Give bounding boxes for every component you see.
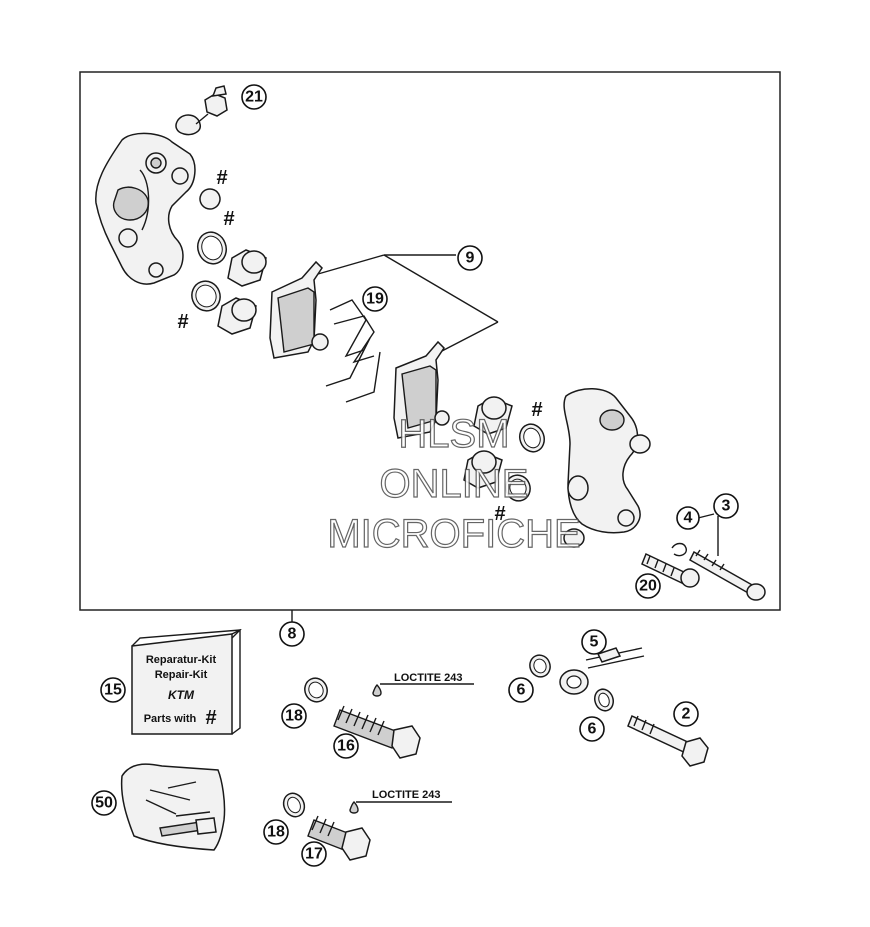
svg-text:8: 8 (288, 626, 297, 643)
svg-text:6: 6 (588, 721, 597, 738)
svg-text:15: 15 (104, 682, 122, 699)
svg-text:18: 18 (285, 708, 303, 725)
caliper-half-left (95, 132, 196, 285)
svg-text:17: 17 (305, 846, 323, 863)
loctite-drop-a (372, 684, 382, 697)
brake-pad-right (393, 340, 450, 439)
callout-50: 50 (91, 790, 117, 816)
callout-18-upper: 18 (281, 703, 307, 729)
callout-3: 3 (713, 493, 739, 519)
svg-text:16: 16 (337, 738, 355, 755)
grease-package (120, 763, 226, 851)
callout-9: 9 (457, 245, 483, 271)
svg-text:2: 2 (682, 706, 691, 723)
svg-text:18: 18 (267, 824, 285, 841)
repair-kit-hash: # (205, 707, 216, 729)
piston-lower-left (217, 297, 257, 335)
banjo-bolt (627, 714, 709, 767)
callout-6-upper: 6 (508, 677, 534, 703)
callout-8: 8 (279, 621, 305, 647)
leader-line-9b (383, 254, 499, 323)
piston-upper-right (473, 396, 513, 435)
repair-kit-line1: Reparatur-Kit (146, 654, 217, 666)
loctite-label-a: LOCTITE 243 (394, 672, 462, 684)
caliper-half-right (563, 388, 651, 548)
svg-text:50: 50 (95, 795, 113, 812)
repair-kit-parts-with: Parts with (144, 713, 197, 725)
svg-text:3: 3 (722, 498, 731, 515)
callout-20: 20 (635, 573, 661, 599)
hash-mark-4: # (531, 399, 542, 421)
retaining-clip (671, 542, 687, 557)
bolt-17 (307, 815, 371, 861)
callout-16: 16 (333, 733, 359, 759)
repair-kit-brand-logo: KTM (168, 688, 195, 702)
watermark-line3: MICROFICHE (327, 512, 580, 556)
loctite-label-b: LOCTITE 243 (372, 789, 440, 801)
watermark-line1: HLSM (398, 412, 509, 456)
callout-5: 5 (581, 629, 607, 655)
seal-small-upper-left (199, 188, 221, 210)
svg-text:20: 20 (639, 578, 657, 595)
piston-lower-right (463, 450, 503, 489)
loctite-drop-b (349, 801, 359, 814)
callout-18-lower: 18 (263, 819, 289, 845)
leader-line-4 (697, 513, 715, 519)
svg-text:19: 19 (366, 291, 384, 308)
caliper-pin-bolt (689, 549, 766, 601)
svg-text:5: 5 (590, 634, 599, 651)
svg-text:6: 6 (517, 682, 526, 699)
pad-spring (325, 299, 381, 403)
watermark-line2: ONLINE (380, 462, 529, 506)
hash-mark-3: # (177, 311, 188, 333)
hash-mark-2: # (223, 208, 234, 230)
repair-kit-box (131, 628, 242, 735)
brake-pad-left (269, 260, 329, 359)
svg-text:4: 4 (684, 510, 693, 527)
svg-text:21: 21 (245, 89, 263, 106)
leader-line-9a (317, 254, 385, 275)
callout-21: 21 (241, 84, 267, 110)
callout-6-lower: 6 (579, 716, 605, 742)
brake-line-banjo (559, 647, 645, 695)
hash-mark-1: # (216, 167, 227, 189)
bleed-screw (175, 85, 228, 136)
svg-text:9: 9 (466, 250, 475, 267)
callout-17: 17 (301, 841, 327, 867)
piston-upper-left (227, 249, 267, 287)
callout-15: 15 (100, 677, 126, 703)
repair-kit-line2: Repair-Kit (155, 669, 208, 681)
bolt-16 (333, 705, 421, 759)
callout-2: 2 (673, 701, 699, 727)
hash-mark-5: # (494, 503, 505, 525)
caliper-screw (641, 552, 700, 588)
callout-4: 4 (676, 506, 700, 530)
callout-19: 19 (362, 286, 388, 312)
assembly-frame (79, 71, 781, 611)
leader-line-9c (439, 321, 499, 353)
